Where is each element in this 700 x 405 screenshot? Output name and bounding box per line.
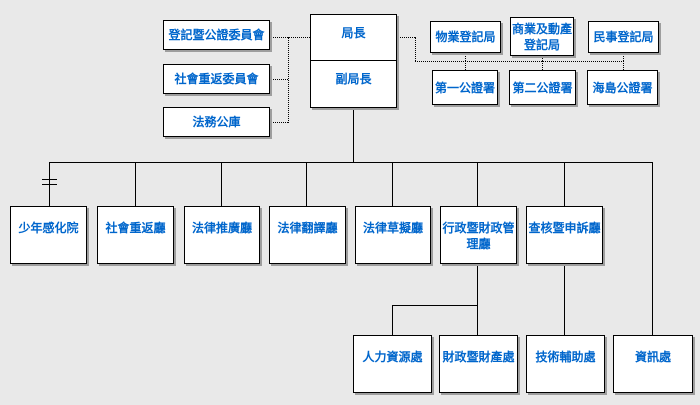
org-box-admin-finance-dept: 行政暨財政管理廳 <box>440 206 517 264</box>
connector-drop-it <box>652 162 653 335</box>
dotted-director-to-right <box>397 37 415 38</box>
org-box-registry-notary-committee: 登記暨公證委員會 <box>163 20 270 50</box>
dotted-treasury <box>270 122 288 123</box>
break-tick-lower <box>42 184 57 185</box>
break-tick-upper <box>42 179 57 180</box>
dotted-stub-property-registry <box>465 53 466 61</box>
dotted-stub-commercial-registry <box>542 56 543 61</box>
connector-drop-promotion <box>221 162 222 206</box>
org-box-legal-translation-dept: 法律翻譯廳 <box>269 206 346 264</box>
org-box-legal-drafting-dept: 法律草擬廳 <box>355 206 431 264</box>
org-box-it-division: 資訊處 <box>613 335 693 393</box>
org-box-first-notary-office: 第一公證署 <box>432 70 498 105</box>
org-box-director: 局長 <box>310 14 397 61</box>
org-box-human-resources-division: 人力資源處 <box>353 335 432 393</box>
connector-drop-hr <box>392 305 393 335</box>
dotted-right-riser <box>415 37 416 61</box>
dotted-stub-civil-registry <box>623 53 624 61</box>
org-box-civil-registry: 民事登記局 <box>588 21 659 53</box>
dotted-left-riser <box>288 37 289 123</box>
connector-drop-audit <box>564 162 565 206</box>
dotted-stub-notary2 <box>542 61 543 70</box>
connector-drop-drafting <box>392 162 393 206</box>
org-box-legal-affairs-treasury: 法務公庫 <box>163 107 270 137</box>
org-box-social-reintegration-dept: 社會重返廳 <box>97 206 174 264</box>
dotted-committee1-to-director <box>270 37 310 38</box>
dotted-committee2 <box>270 79 288 80</box>
org-box-deputy-director: 副局長 <box>310 60 397 108</box>
org-box-property-registry: 物業登記局 <box>430 21 501 53</box>
org-box-islands-notary-office: 海島公證署 <box>587 70 658 105</box>
org-box-finance-property-division: 財政暨財產處 <box>439 335 518 393</box>
org-box-juvenile-institute: 少年感化院 <box>10 206 87 264</box>
connector-drop-reintegration <box>135 162 136 206</box>
connector-drop-admin <box>477 162 478 206</box>
connector-main-bus <box>49 162 653 163</box>
org-box-commercial-movables-registry: 商業及動產登記局 <box>510 17 574 56</box>
org-box-legal-promotion-dept: 法律推廣廳 <box>184 206 260 264</box>
connector-deputy-to-bus <box>353 108 354 162</box>
dotted-stub-island-notary <box>623 61 624 70</box>
dotted-stub-notary1 <box>465 61 466 70</box>
connector-admin-to-subdivisions <box>477 264 478 335</box>
org-box-technical-support-division: 技術輔助處 <box>526 335 605 393</box>
org-box-audit-complaints-dept: 查核暨申訴廳 <box>526 206 603 264</box>
connector-drop-translation <box>306 162 307 206</box>
connector-audit-to-techsupport <box>564 264 565 335</box>
org-box-social-reintegration-committee: 社會重返委員會 <box>163 64 270 94</box>
connector-branch-hr <box>392 305 478 306</box>
org-box-second-notary-office: 第二公證署 <box>509 70 576 105</box>
dotted-right-bus <box>415 61 624 62</box>
